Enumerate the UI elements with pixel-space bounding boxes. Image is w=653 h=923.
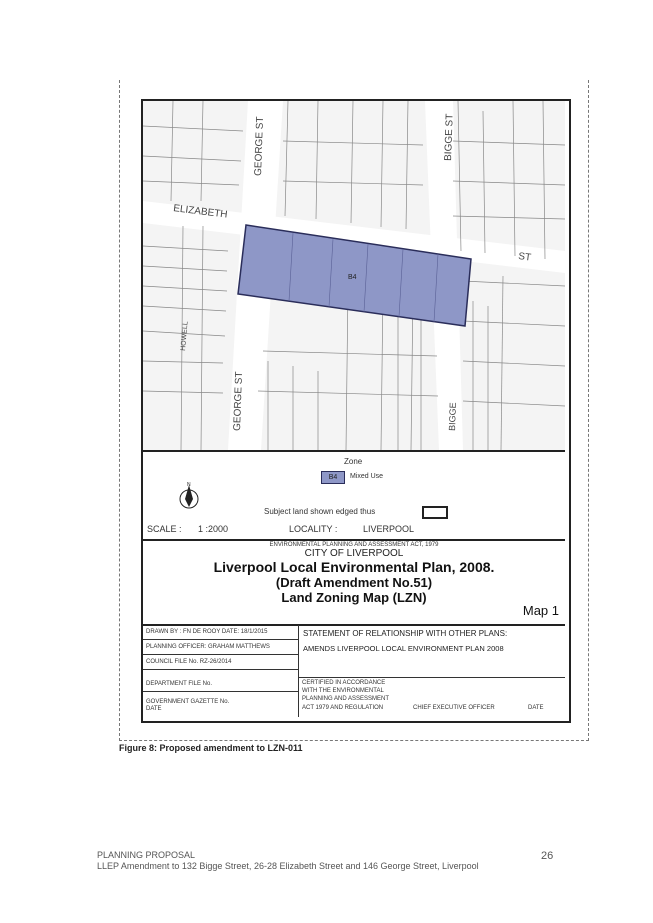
ceo-date-text: DATE	[528, 705, 544, 711]
info-divider	[298, 625, 299, 717]
drawn-by-row: DRAWN BY : FN DE ROOY DATE: 18/1/2015	[143, 625, 298, 640]
footer-title: PLANNING PROPOSAL	[97, 850, 196, 860]
street-label-george-top: GEORGE ST	[253, 116, 266, 176]
title-block: ENVIRONMENTAL PLANNING AND ASSESSMENT AC…	[143, 540, 565, 626]
city-line: CITY OF LIVERPOOL	[304, 548, 404, 559]
locality-value: LIVERPOOL	[363, 524, 415, 534]
locality-label: LOCALITY :	[289, 524, 338, 534]
street-label-st-right: ST	[518, 251, 532, 263]
figure-caption: Figure 8: Proposed amendment to LZN-011	[119, 743, 303, 753]
certified-divider	[299, 677, 565, 678]
zone-swatch-b4: B4	[321, 471, 345, 484]
amendment-title: (Draft Amendment No.51)	[275, 575, 433, 590]
figure-frame	[119, 80, 589, 741]
map-name: Land Zoning Map (LZN)	[281, 590, 427, 605]
gazette-text: GOVERNMENT GAZETTE No.	[146, 699, 230, 705]
subject-land-text: Subject land shown edged thus	[264, 507, 376, 516]
map-graphic: GEORGE ST BIGGE ST ELIZABETH ST GEORGE S…	[143, 101, 565, 450]
svg-text:N: N	[187, 482, 191, 488]
north-arrow-icon: N	[177, 481, 201, 511]
certified-line-3: PLANNING AND ASSESSMENT	[302, 696, 390, 702]
street-label-howell: HOWELL	[180, 321, 190, 351]
department-file-row: DEPARTMENT FILE No.	[143, 677, 298, 692]
zone-label-b4: B4	[348, 274, 357, 281]
statement-heading: STATEMENT OF RELATIONSHIP WITH OTHER PLA…	[303, 629, 508, 638]
council-file-text: COUNCIL FILE No. RZ-26/2014	[146, 659, 232, 665]
planning-officer-text: PLANNING OFFICER: GRAHAM MATTHEWS	[146, 644, 270, 650]
scale-value: 1 :2000	[198, 524, 229, 534]
cadastral-map: GEORGE ST BIGGE ST ELIZABETH ST GEORGE S…	[143, 101, 565, 452]
act-line: ENVIRONMENTAL PLANNING AND ASSESSMENT AC…	[269, 542, 439, 548]
department-file-text: DEPARTMENT FILE No.	[146, 681, 213, 687]
subject-land-swatch	[422, 506, 448, 519]
council-file-row: COUNCIL FILE No. RZ-26/2014	[143, 655, 298, 670]
footer-subtitle: LLEP Amendment to 132 Bigge Street, 26-2…	[97, 861, 479, 871]
date-text: DATE	[146, 706, 162, 712]
street-label-bigge-top: BIGGE ST	[443, 114, 456, 162]
drawn-by-text: DRAWN BY : FN DE ROOY DATE: 18/1/2015	[146, 629, 268, 635]
ceo-text: CHIEF EXECUTIVE OFFICER	[413, 705, 495, 711]
statement-text: AMENDS LIVERPOOL LOCAL ENVIRONMENT PLAN …	[303, 644, 504, 653]
legend-panel: Zone B4 Mixed Use N Subject land shown e…	[143, 451, 565, 541]
planning-officer-row: PLANNING OFFICER: GRAHAM MATTHEWS	[143, 640, 298, 655]
scale-label: SCALE :	[147, 524, 182, 534]
zone-name: Mixed Use	[350, 473, 384, 480]
page-number: 26	[541, 850, 554, 862]
map-number: Map 1	[522, 603, 559, 618]
plan-title: Liverpool Local Environmental Plan, 2008…	[213, 559, 495, 575]
certified-line-4: ACT 1979 AND REGULATION	[302, 705, 384, 711]
certified-line-2: WITH THE ENVIRONMENTAL	[302, 688, 384, 694]
zone-heading: Zone	[344, 457, 363, 466]
certified-line-1: CERTIFIED IN ACCORDANCE	[302, 680, 386, 686]
info-table: DRAWN BY : FN DE ROOY DATE: 18/1/2015 PL…	[143, 625, 565, 717]
street-label-bigge-bottom: BIGGE	[447, 402, 458, 431]
zone-b4-polygon	[237, 224, 472, 327]
street-label-george-bottom: GEORGE ST	[232, 371, 245, 431]
